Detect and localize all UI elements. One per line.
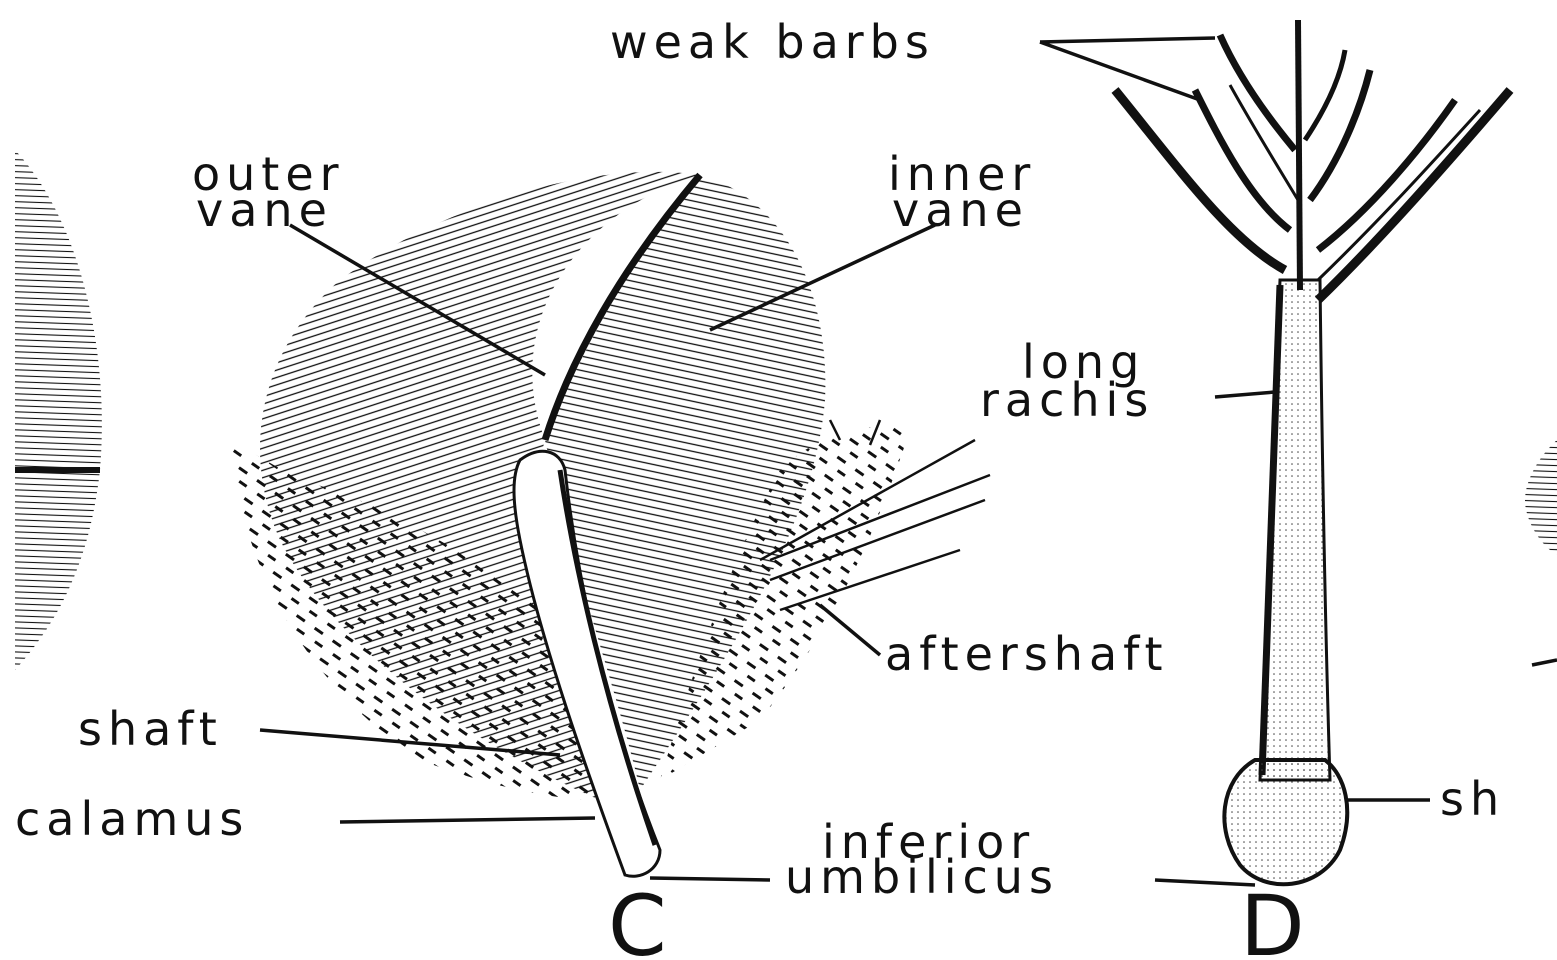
label-inferior-umbilicus-line2: umbilicus	[785, 850, 1059, 904]
label-aftershaft: aftershaft	[885, 627, 1169, 681]
figure-letter-d: D	[1240, 877, 1307, 960]
label-weak-barbs: weak barbs	[610, 15, 935, 69]
calamus-bulb	[1224, 760, 1347, 884]
figure-letter-c: C	[608, 877, 669, 960]
right-partial-feather	[1525, 440, 1557, 665]
feather-c	[230, 172, 990, 876]
label-long-rachis-line2: rachis	[980, 373, 1154, 427]
label-inner-vane-line2: vane	[892, 183, 1029, 237]
label-outer-vane-line2: vane	[196, 183, 333, 237]
label-calamus: calamus	[15, 792, 249, 846]
left-partial-feather	[15, 150, 102, 670]
weak-barbs	[1115, 35, 1510, 300]
feather-d	[1115, 20, 1510, 884]
label-shaft: shaft	[78, 702, 223, 756]
label-shaft-d-partial: sh	[1440, 772, 1505, 826]
